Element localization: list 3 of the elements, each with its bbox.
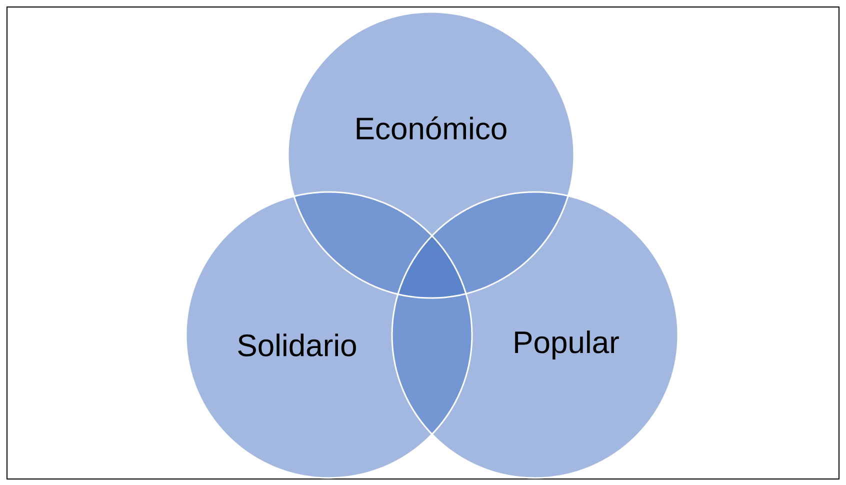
circle-label: Solidario: [238, 334, 356, 356]
circle-label: Económico: [356, 116, 506, 140]
circle-label: Popular: [515, 330, 619, 360]
